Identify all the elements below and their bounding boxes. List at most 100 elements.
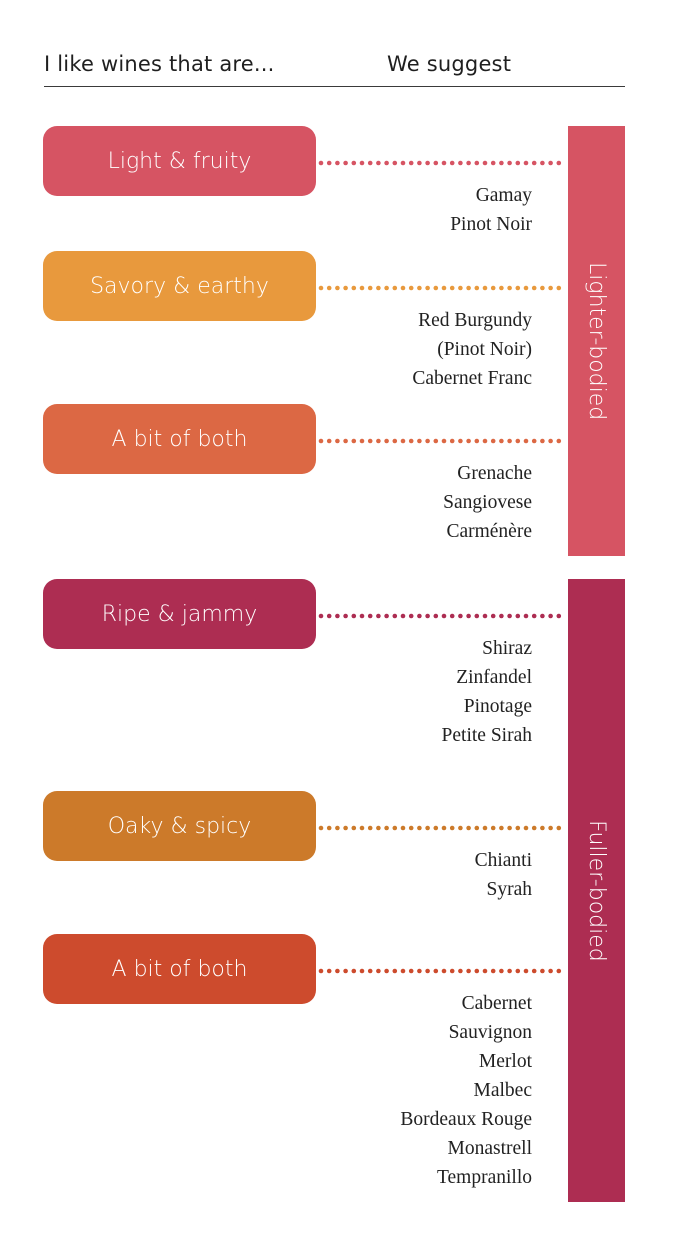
connector-dot [425, 825, 430, 831]
wine-item: Bordeaux Rouge [400, 1109, 532, 1130]
connector-dot [376, 438, 381, 444]
connector-dot [490, 825, 496, 831]
connector-dot [392, 285, 398, 291]
connector-dot [441, 825, 447, 831]
connector-dot [359, 160, 365, 166]
wine-item: Malbec [473, 1080, 532, 1101]
connector-dot [523, 285, 529, 291]
connector-dot [507, 968, 512, 974]
connector-dot [499, 160, 504, 166]
connector-dot [540, 438, 545, 444]
connector-dot [359, 438, 365, 444]
connector-dot [540, 613, 545, 619]
connector-dot [466, 968, 471, 974]
connector-dot [433, 613, 439, 619]
connector-dot [400, 825, 406, 831]
connector-dot [384, 968, 389, 974]
connector-dot [540, 285, 545, 291]
connector-dot [351, 825, 357, 831]
connector-dot [376, 285, 381, 291]
style-pill-oaky-spicy: Oaky & spicy [43, 791, 316, 861]
connector-dot [359, 613, 365, 619]
connector-dot [490, 285, 496, 291]
connector-dot [326, 160, 332, 166]
connector-dot [400, 968, 406, 974]
connector-dot [367, 160, 373, 166]
connector-dot [556, 613, 562, 619]
connector-dot [482, 825, 488, 831]
header-rule [44, 86, 625, 87]
connector-dot [523, 825, 529, 831]
wine-item: Syrah [486, 879, 533, 900]
connector-dot [326, 968, 332, 974]
connector-dot [499, 438, 504, 444]
wine-list-oaky-spicy: Chianti Syrah [475, 846, 532, 904]
connector-dot [540, 968, 545, 974]
style-pill-savory-earthy: Savory & earthy [43, 251, 316, 321]
connector-dot [417, 285, 422, 291]
connector-bit-of-both-light [318, 438, 562, 444]
connector-dot [384, 613, 389, 619]
connector-dot [441, 160, 447, 166]
connector-dot [433, 160, 439, 166]
connector-dot [556, 438, 562, 444]
connector-dot [441, 438, 447, 444]
connector-dot [417, 438, 422, 444]
connector-dot [425, 968, 430, 974]
connector-dot [556, 825, 562, 831]
style-pill-bit-of-both-light: A bit of both [43, 404, 316, 474]
connector-dot [326, 613, 332, 619]
connector-dot [433, 438, 439, 444]
connector-dot [449, 613, 455, 619]
connector-dot [326, 825, 332, 831]
connector-dot [458, 613, 463, 619]
connector-dot [343, 438, 348, 444]
connector-dot [458, 285, 463, 291]
connector-dot [490, 968, 496, 974]
wine-item: Zinfandel [456, 667, 532, 688]
connector-dot [343, 613, 348, 619]
connector-dot [335, 825, 340, 831]
connector-dot [441, 613, 447, 619]
connector-dot [417, 613, 422, 619]
fuller-bodied-label: Fuller-bodied [584, 819, 609, 962]
connector-dot [318, 613, 324, 619]
connector-dot [507, 438, 512, 444]
header-right-label: We suggest [387, 52, 512, 76]
wine-list-ripe-jammy: Shiraz Zinfandel Pinotage Petite Sirah [442, 634, 532, 750]
connector-dot [384, 438, 389, 444]
connector-dot [384, 285, 389, 291]
connector-dot [556, 285, 562, 291]
connector-dot [425, 438, 430, 444]
connector-dot [474, 613, 480, 619]
connector-dot [367, 613, 373, 619]
connector-dot [433, 825, 439, 831]
connector-dot [499, 613, 504, 619]
wine-item: Tempranillo [436, 1167, 532, 1188]
connector-dot [343, 968, 348, 974]
connector-dot [408, 160, 414, 166]
wine-item: Red Burgundy [418, 310, 532, 331]
connector-dot [359, 285, 365, 291]
connector-dot [482, 285, 488, 291]
connector-dot [400, 438, 406, 444]
connector-dot [531, 613, 537, 619]
connector-dot [335, 968, 340, 974]
connector-dot [376, 613, 381, 619]
wine-item: Pinot Noir [450, 214, 532, 235]
connector-dot [458, 438, 463, 444]
wine-item: Petite Sirah [441, 725, 532, 746]
connector-dot [367, 825, 373, 831]
wine-item: Shiraz [482, 638, 532, 659]
connector-dot [343, 825, 348, 831]
connector-dot [515, 613, 521, 619]
connector-dot [367, 285, 373, 291]
connector-dot [408, 285, 414, 291]
connector-dot [351, 438, 357, 444]
connector-dot [548, 160, 553, 166]
connector-dot [392, 438, 398, 444]
connector-dot [449, 825, 455, 831]
connector-dot [523, 438, 529, 444]
wine-item: Gamay [475, 185, 532, 206]
connector-dot [458, 968, 463, 974]
